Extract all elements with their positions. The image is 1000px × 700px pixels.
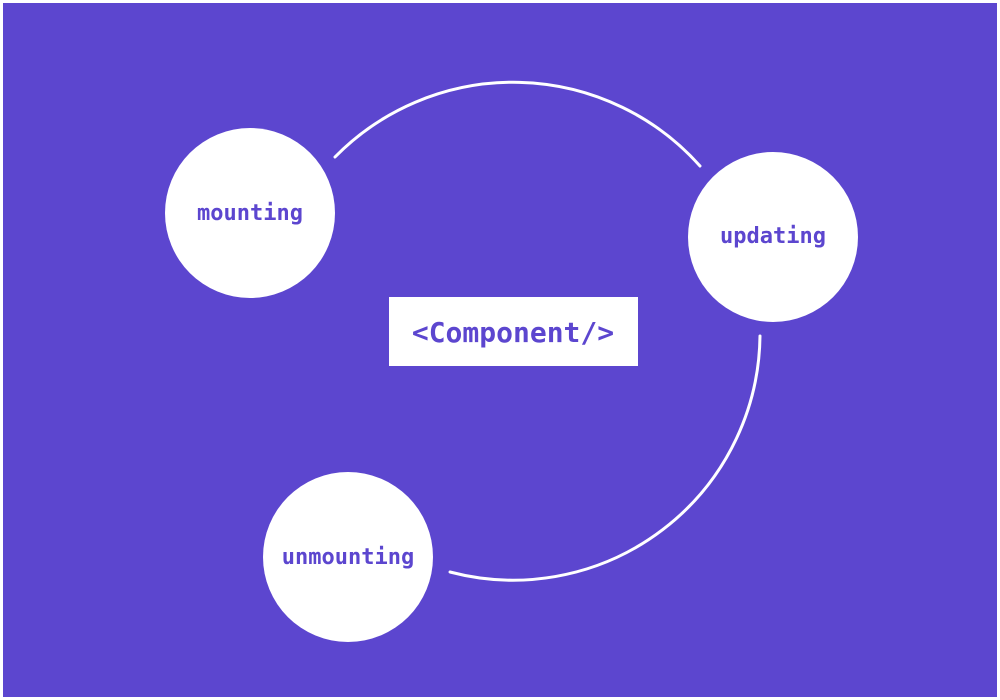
node-updating-label: updating xyxy=(720,224,826,249)
node-mounting-circle xyxy=(165,128,335,298)
lifecycle-diagram: <Component/> mounting updating unmountin… xyxy=(3,3,997,697)
node-updating-circle xyxy=(688,152,858,322)
connector-arc-updating-to-unmounting xyxy=(448,334,762,582)
node-unmounting-label: unmounting xyxy=(282,545,414,570)
component-label-box xyxy=(389,297,638,366)
node-mounting-label: mounting xyxy=(197,201,303,226)
node-unmounting-circle xyxy=(263,472,433,642)
connector-arc-mounting-to-updating xyxy=(333,80,702,168)
diagram-canvas: <Component/> mounting updating unmountin… xyxy=(3,3,997,697)
component-label: <Component/> xyxy=(412,316,614,349)
